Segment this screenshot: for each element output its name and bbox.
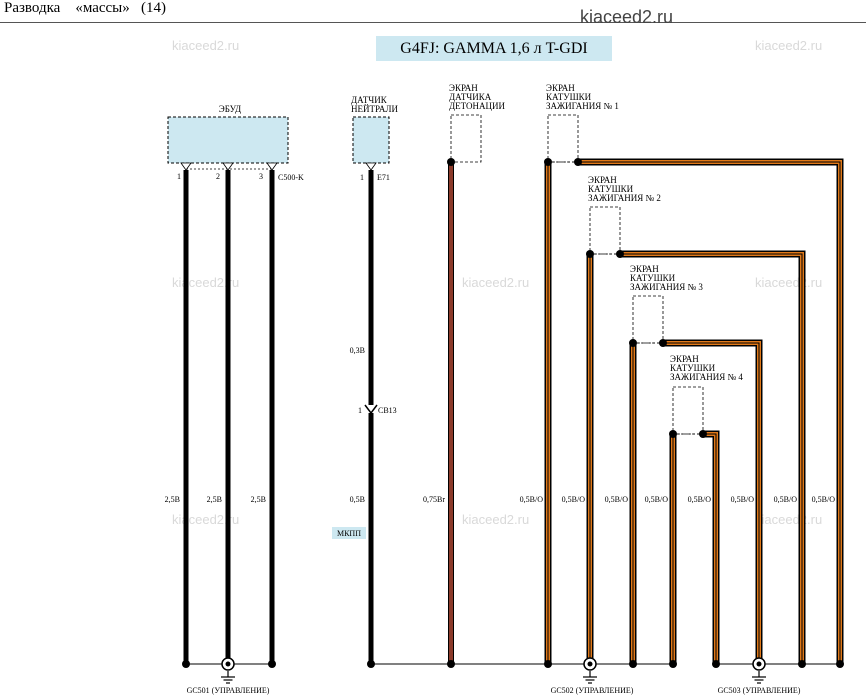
ecu-pin-1-label: 1 xyxy=(177,172,181,181)
coil3-shield-label-3: ЗАЖИГАНИЯ № 3 xyxy=(630,282,703,292)
wire-coil2-b xyxy=(620,252,804,664)
coil4-shield-box xyxy=(672,386,704,435)
bottom-nodes xyxy=(182,660,844,668)
knock-shield-box xyxy=(450,114,482,163)
wire-coil4-b-center xyxy=(703,433,717,664)
coil4-shield: ЭКРАН КАТУШКИ ЗАЖИГАНИЯ № 4 xyxy=(670,354,743,435)
label-coil-a: 0,5B/O xyxy=(520,495,544,504)
label-neutral-lower: 0,5B xyxy=(350,495,365,504)
page-header: Разводка «массы» (14) xyxy=(0,0,866,23)
coil1-shield: ЭКРАН КАТУШКИ ЗАЖИГАНИЯ № 1 xyxy=(546,83,619,163)
neutral-sensor-label-2: НЕЙТРАЛИ xyxy=(351,104,398,114)
label-coil-b: 0,5B/O xyxy=(562,495,586,504)
neutral-sensor-pin xyxy=(365,162,377,171)
watermark: kiaceed2.ru xyxy=(172,275,240,290)
ground-gc502 xyxy=(582,657,598,684)
coil1-shield-label-1: ЭКРАН xyxy=(546,83,575,93)
coil3-shield-label-2: КАТУШКИ xyxy=(630,273,676,283)
ecu-component: ЭБУД 1 2 3 C500-K xyxy=(167,104,304,182)
gc501-label: GC501 (УПРАВЛЕНИЕ) xyxy=(187,686,270,695)
watermark: kiaceed2.ru xyxy=(462,512,530,527)
watermark: kiaceed2.ru xyxy=(172,512,240,527)
coil1-shield-box xyxy=(547,114,579,163)
coil2-shield-label-2: КАТУШКИ xyxy=(588,184,634,194)
label-coil-e: 0,5B/O xyxy=(688,495,712,504)
wire-spec-labels: 2,5B 2,5B 2,5B 0,3B 0,5B 0,75Br 0,5B/O 0… xyxy=(165,346,836,504)
wire-coil1-b-center xyxy=(578,161,841,664)
ecu-pin-3-label: 3 xyxy=(259,172,263,181)
neutral-connector-label: E71 xyxy=(377,173,390,182)
neutral-sensor-label-1: ДАТЧИК xyxy=(351,95,388,105)
wire-coil2-b-center xyxy=(620,253,803,664)
neutral-sensor-component: ДАТЧИК НЕЙТРАЛИ 1 E71 xyxy=(351,95,398,182)
ecu-pin-2-label: 2 xyxy=(216,172,220,181)
label-neutral-upper: 0,3B xyxy=(350,346,365,355)
ecu-connector-label: C500-K xyxy=(278,173,304,182)
label-coil-c: 0,5B/O xyxy=(605,495,629,504)
label-coil-d: 0,5B/O xyxy=(645,495,669,504)
label-ecu-2: 2,5B xyxy=(207,495,222,504)
coil4-shield-label-2: КАТУШКИ xyxy=(670,363,716,373)
gc502-label: GC502 (УПРАВЛЕНИЕ) xyxy=(551,686,634,695)
cb13-connector-symbol xyxy=(364,404,378,415)
coil1-shield-label-2: КАТУШКИ xyxy=(546,92,592,102)
label-coil-h: 0,5B/O xyxy=(812,495,836,504)
coil2-shield-label-1: ЭКРАН xyxy=(588,175,617,185)
label-coil-f: 0,5B/O xyxy=(731,495,755,504)
coil2-shield-box xyxy=(589,206,621,255)
wire-coil3-b-center xyxy=(663,342,760,664)
neutral-pin-label: 1 xyxy=(360,173,364,182)
cb13-name-label: CB13 xyxy=(378,406,397,415)
coil2-shield-label-3: ЗАЖИГАНИЯ № 2 xyxy=(588,193,661,203)
wire-coil2-b-outline xyxy=(620,250,806,664)
label-ecu-3: 2,5B xyxy=(251,495,266,504)
neutral-sensor-box xyxy=(352,116,390,164)
label-coil-g: 0,5B/O xyxy=(774,495,798,504)
coil2-shield: ЭКРАН КАТУШКИ ЗАЖИГАНИЯ № 2 xyxy=(588,175,661,255)
ecu-pin-1 xyxy=(180,162,192,171)
site-label: kiaceed2.ru xyxy=(580,7,674,27)
watermark: kiaceed2.ru xyxy=(462,275,530,290)
knock-shield: ЭКРАН ДАТЧИКА ДЕТОНАЦИИ xyxy=(449,83,506,163)
ecu-box xyxy=(167,116,289,164)
label-ecu-1: 2,5B xyxy=(165,495,180,504)
coil3-shield: ЭКРАН КАТУШКИ ЗАЖИГАНИЯ № 3 xyxy=(630,264,703,344)
engine-label: G4FJ: GAMMA 1,6 л T-GDI xyxy=(376,36,612,61)
cb13-pin-label: 1 xyxy=(358,406,362,415)
page-title: Разводка «массы» (14) xyxy=(4,0,167,16)
ground-gc501 xyxy=(220,657,236,684)
option-tag-box xyxy=(332,527,366,539)
wire-coil4-b xyxy=(703,432,718,664)
gc503-label: GC503 (УПРАВЛЕНИЕ) xyxy=(718,686,801,695)
coil4-shield-label-3: ЗАЖИГАНИЯ № 4 xyxy=(670,372,743,382)
coil3-shield-box xyxy=(632,295,664,344)
knock-shield-label-3: ДЕТОНАЦИИ xyxy=(449,101,506,111)
label-knock: 0,75Br xyxy=(423,495,445,504)
knock-shield-label-1: ЭКРАН xyxy=(449,83,478,93)
watermark: kiaceed2.ru xyxy=(755,38,823,53)
watermark: kiaceed2.ru xyxy=(172,38,240,53)
shield-nodes xyxy=(447,158,707,438)
knock-shield-label-2: ДАТЧИКА xyxy=(449,92,492,102)
coil4-shield-label-1: ЭКРАН xyxy=(670,354,699,364)
option-tag-label: МКПП xyxy=(337,529,361,538)
coil1-shield-label-3: ЗАЖИГАНИЯ № 1 xyxy=(546,101,619,111)
ecu-pin-2 xyxy=(222,162,234,171)
coil3-shield-label-1: ЭКРАН xyxy=(630,264,659,274)
ground-gc503 xyxy=(751,657,767,684)
ecu-label: ЭБУД xyxy=(219,104,241,114)
ecu-pin-3 xyxy=(266,162,278,171)
